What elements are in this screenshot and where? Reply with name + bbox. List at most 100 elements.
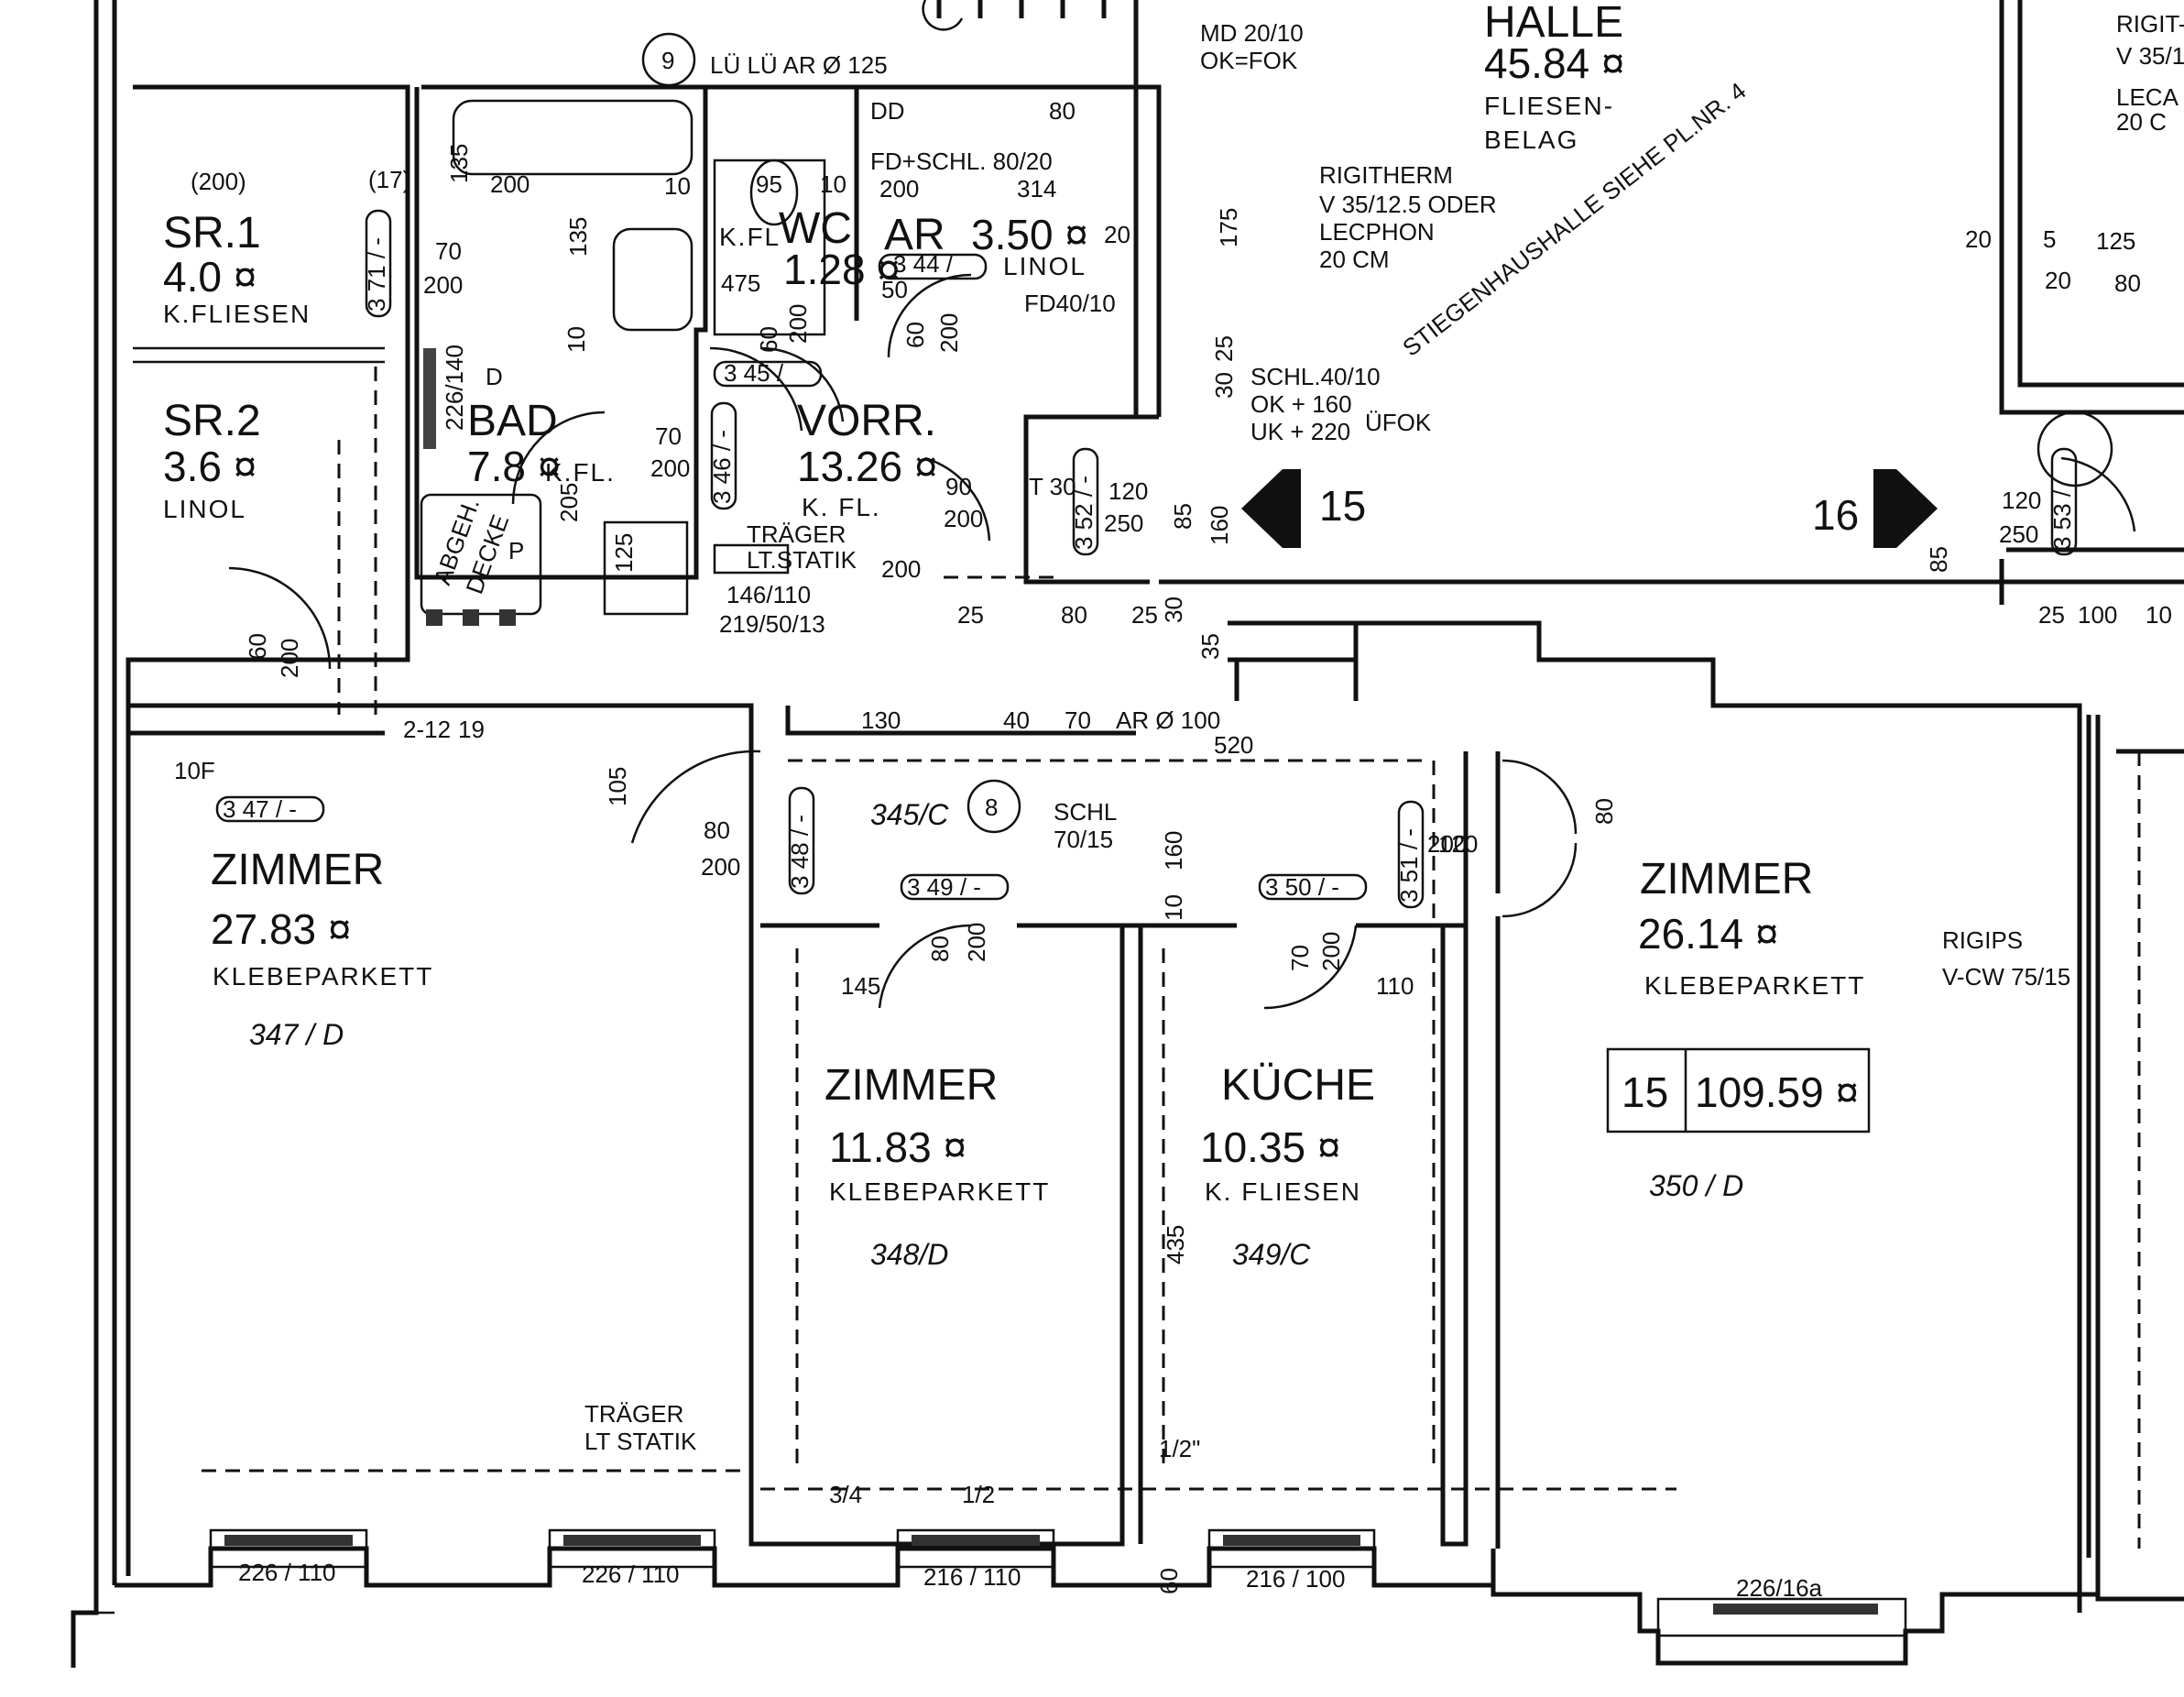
room-area: 27.83 ¤ bbox=[211, 905, 351, 953]
note-line: LECA bbox=[2116, 83, 2179, 111]
room-area: 7.8 ¤ bbox=[467, 443, 561, 490]
halle-floor: BELAG bbox=[1484, 126, 1578, 154]
dim-label: 520 bbox=[1214, 731, 1253, 759]
dim-label: 200 bbox=[881, 555, 921, 583]
room-title: ZIMMER bbox=[1640, 855, 1813, 903]
doors bbox=[228, 0, 2136, 1010]
dim-label: 125 bbox=[2096, 227, 2135, 255]
dim-label: 25 bbox=[2038, 601, 2065, 629]
note-line: V 35/12.5 ODER bbox=[1319, 191, 1497, 218]
halle: HALLE 45.84 ¤ FLIESEN- BELAG bbox=[1484, 0, 1624, 154]
room-floor: KLEBEPARKETT bbox=[213, 962, 433, 991]
dim-label: 200 bbox=[650, 454, 690, 482]
dim-label: 25 bbox=[1131, 601, 1158, 629]
dim-label: 30 bbox=[1210, 372, 1238, 399]
dim-label: 3 53 / bbox=[2048, 489, 2076, 550]
room-floor: K. FLIESEN bbox=[1205, 1177, 1361, 1206]
dim-label: 80 bbox=[1061, 601, 1087, 629]
dim-label: 3 48 / - bbox=[786, 815, 814, 889]
room-area: 4.0 ¤ bbox=[163, 253, 257, 301]
dim-label: 145 bbox=[841, 972, 880, 1000]
dim-label: 3/4 bbox=[829, 1481, 862, 1508]
note-line: SCHL.40/10 bbox=[1250, 363, 1381, 390]
note-line: TRÄGER bbox=[584, 1400, 683, 1428]
dim-label: 3 47 / - bbox=[223, 795, 297, 823]
dim-label: 70 bbox=[655, 422, 682, 450]
dim-label: 435 bbox=[1162, 1225, 1189, 1265]
dim-label: T 30 bbox=[1029, 473, 1076, 500]
dim-label: 3 44 / bbox=[893, 250, 954, 278]
dim-label: 135 bbox=[564, 217, 592, 257]
dim-label: 200 bbox=[935, 313, 963, 353]
note-line: TRÄGER bbox=[747, 520, 846, 548]
dim-label: 200 bbox=[963, 923, 990, 962]
room-zimmer-3: ZIMMER 26.14 ¤ KLEBEPARKETT 350 / D bbox=[1638, 855, 1863, 1202]
room-area: 3.6 ¤ bbox=[163, 443, 257, 490]
room-floor: K.FL. bbox=[545, 458, 616, 487]
dim-label: 35 bbox=[1196, 633, 1224, 660]
window-label: 216 / 100 bbox=[1246, 1565, 1345, 1593]
room-code: 350 / D bbox=[1649, 1169, 1743, 1202]
dim-label: 10 bbox=[562, 326, 590, 353]
dim-label: 226/140 bbox=[441, 345, 468, 431]
dim-label: 80 bbox=[2114, 269, 2141, 297]
dim-label: 200 bbox=[276, 639, 303, 678]
dim-label: 200 bbox=[701, 853, 740, 881]
dim-label: 200 bbox=[423, 271, 463, 299]
dim-label: 175 bbox=[1215, 208, 1242, 247]
room-title: VORR. bbox=[797, 397, 936, 445]
dim-label: 219/50/13 bbox=[719, 610, 825, 638]
dim-label: 25 bbox=[1210, 335, 1238, 362]
dim-label: 3 51 / - bbox=[1395, 828, 1423, 903]
dim-label: 30 bbox=[1160, 597, 1187, 623]
dim-label: 250 bbox=[1104, 509, 1143, 537]
dim-label: 120 bbox=[2002, 487, 2041, 514]
dim-label: 160 bbox=[1206, 506, 1233, 545]
dim-label: 200 bbox=[1427, 830, 1467, 858]
room-title: SR.1 bbox=[163, 209, 261, 257]
dim-label: 475 bbox=[721, 269, 760, 297]
note-line: LT STATIK bbox=[584, 1428, 697, 1455]
room-area: 13.26 ¤ bbox=[797, 443, 937, 490]
dim-label: 70 bbox=[1286, 945, 1314, 971]
dim-label: 160 bbox=[1160, 831, 1187, 870]
note-line: RIGITHERM bbox=[1319, 161, 1453, 189]
room-area: 1.28 ¤ bbox=[783, 246, 901, 293]
room-code: 347 / D bbox=[249, 1018, 344, 1051]
dim-label: 120 bbox=[1108, 477, 1148, 505]
dim-label: 25 bbox=[957, 601, 984, 629]
dim-label: 105 bbox=[604, 767, 631, 806]
room-area: 3.50 ¤ bbox=[971, 211, 1088, 258]
room-title: SR.2 bbox=[163, 397, 261, 445]
dim-label: 3 45 / bbox=[724, 359, 784, 387]
halle-floor: FLIESEN- bbox=[1484, 92, 1614, 120]
dim-label: 100 bbox=[2078, 601, 2117, 629]
dim-label: 110 bbox=[1376, 972, 1414, 1000]
dim-label: 60 bbox=[755, 326, 782, 353]
dim-label: 80 bbox=[704, 816, 730, 844]
note-line: MD 20/10 bbox=[1200, 19, 1304, 47]
note-line: OK=FOK bbox=[1200, 47, 1298, 74]
room-title: WC bbox=[779, 204, 852, 253]
note-line: 20 CM bbox=[1319, 246, 1390, 273]
room-floor: K.FL bbox=[719, 223, 781, 251]
note-line: ÜFOK bbox=[1365, 409, 1432, 436]
dim-label: 10F bbox=[174, 757, 215, 784]
room-zimmer-2: ZIMMER 11.83 ¤ KLEBEPARKETT 348/D bbox=[824, 1061, 1050, 1271]
room-zimmer-1: ZIMMER 27.83 ¤ KLEBEPARKETT 347 / D bbox=[211, 846, 433, 1051]
dim-label: 5 bbox=[2043, 225, 2056, 253]
dim-label: 200 bbox=[784, 304, 812, 344]
dim-label: 200 bbox=[1317, 932, 1345, 971]
dim-label: 80 bbox=[1049, 97, 1076, 125]
dim-label: 19 bbox=[458, 716, 485, 743]
dim-label: (17) bbox=[368, 166, 410, 193]
arrow-16-label: 16 bbox=[1812, 491, 1859, 539]
dim-label: 2-12 bbox=[403, 716, 451, 743]
dim-label: 10 bbox=[664, 172, 691, 200]
dimension-labels: (200) 70 200 135 200 10 135 95 10 475 60… bbox=[174, 97, 2172, 1594]
room-floor: KLEBEPARKETT bbox=[829, 1177, 1050, 1206]
dim-label: 3 46 / - bbox=[708, 430, 736, 504]
note-line: 70/15 bbox=[1054, 826, 1113, 853]
halle-title: HALLE bbox=[1484, 0, 1623, 47]
room-wc: WC 1.28 ¤ K.FL bbox=[719, 204, 901, 293]
